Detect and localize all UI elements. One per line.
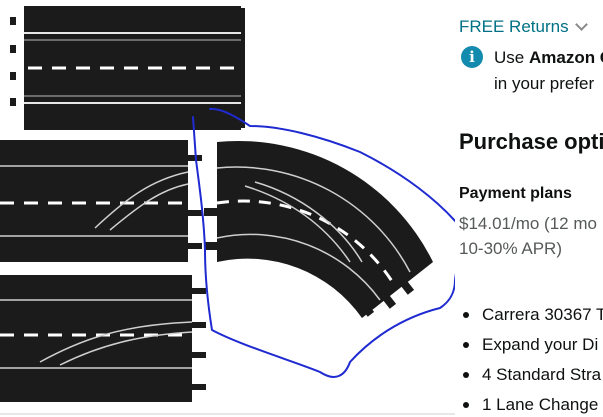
payment-plans-label: Payment plans bbox=[459, 185, 572, 202]
info-icon: i bbox=[461, 46, 483, 68]
feature-text: 1 Lane Change bbox=[482, 395, 599, 414]
info-message-line1: Use Amazon C bbox=[494, 48, 603, 68]
lane-change-piece-bottom bbox=[0, 275, 206, 402]
bullet-dot bbox=[463, 372, 469, 378]
payment-plan-price[interactable]: $14.01/mo (12 mo bbox=[459, 214, 597, 233]
annotation-outline bbox=[192, 107, 455, 378]
feature-text: Carrera 30367 T bbox=[482, 305, 603, 324]
bullet-dot bbox=[463, 342, 469, 348]
feature-bullets: Carrera 30367 T Expand your Di 4 Standar… bbox=[459, 304, 603, 417]
bullet-dot bbox=[463, 402, 469, 408]
product-image-pane[interactable] bbox=[0, 0, 455, 417]
free-returns-label[interactable]: FREE Returns bbox=[459, 17, 569, 36]
info-prefix: Use bbox=[494, 48, 529, 67]
curved-lane-change-piece bbox=[204, 140, 433, 318]
lane-change-piece-left bbox=[0, 140, 202, 262]
list-item: Expand your Di bbox=[459, 334, 603, 364]
chevron-down-icon[interactable] bbox=[574, 18, 588, 31]
info-message-line2: in your prefer bbox=[494, 74, 595, 93]
image-divider bbox=[0, 413, 455, 415]
bullet-dot bbox=[463, 312, 469, 318]
feature-text: 4 Standard Stra bbox=[482, 365, 602, 384]
straight-track-piece bbox=[10, 6, 245, 130]
track-pieces-image bbox=[0, 6, 455, 402]
buy-box: FREE Returns i Use Amazon C in your pref… bbox=[455, 0, 603, 417]
feature-text: Expand your Di bbox=[482, 335, 599, 354]
list-item: 1 Lane Change bbox=[459, 394, 603, 417]
list-item: Carrera 30367 T bbox=[459, 304, 603, 334]
payment-plan-apr: 10-30% APR) bbox=[459, 239, 562, 258]
purchase-options-title: Purchase opti bbox=[459, 129, 603, 154]
list-item: 4 Standard Stra bbox=[459, 364, 603, 394]
info-bold-text[interactable]: Amazon C bbox=[528, 48, 603, 67]
free-returns-link[interactable]: FREE Returns bbox=[459, 17, 588, 37]
